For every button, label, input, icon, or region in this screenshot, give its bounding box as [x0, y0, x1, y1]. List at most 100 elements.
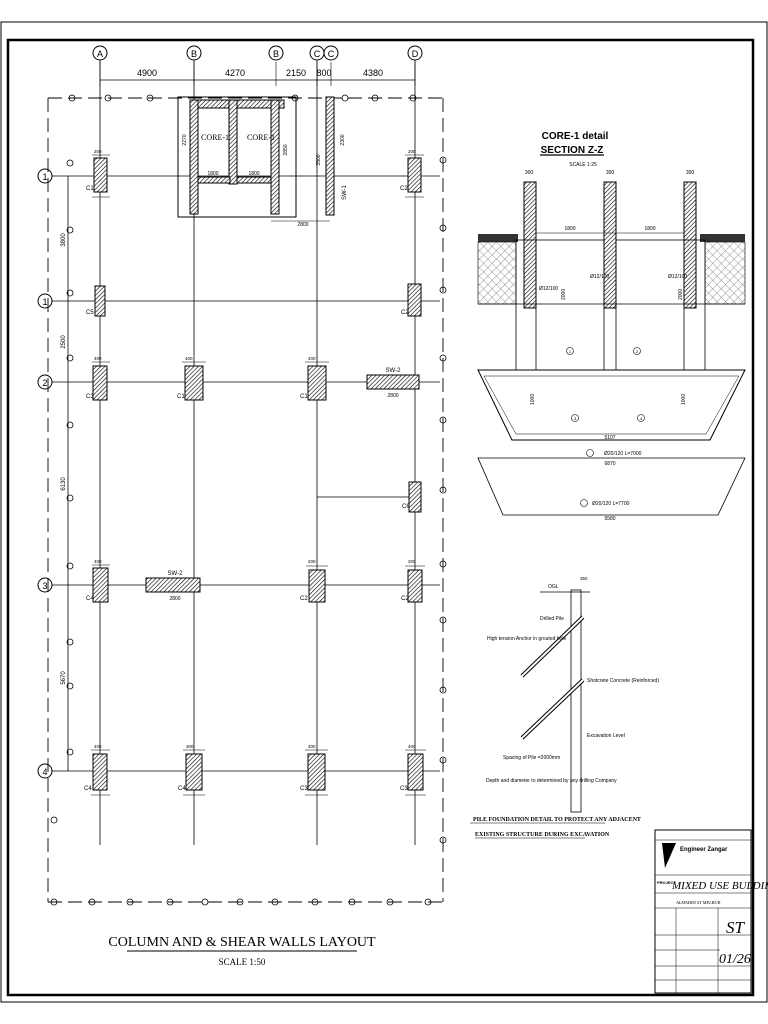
- section-subtitle: SECTION Z-Z: [541, 145, 604, 156]
- columns: C1 C2 C5 C2 C3 C1 C1 C6 C2 C2 C4 C4 C4 C…: [84, 157, 424, 792]
- rebar-3: Ø12/100: [668, 274, 687, 280]
- section-markers: 1 2 3 4: [566, 347, 645, 422]
- column-c2-d1: C2: [400, 157, 422, 193]
- grid-bubbles-top: A B B C C D: [92, 45, 423, 61]
- column-size-labels: 200 200 400 400 400 400 200 200 400 300 …: [94, 149, 416, 749]
- project-name: MIXED USE BULDING: [671, 880, 768, 892]
- spacing-label: Spacing of Pile =2000mm: [503, 755, 560, 761]
- core-dim-2: 1800: [207, 171, 218, 177]
- core-wall-mid: [603, 181, 617, 309]
- column-c5-a1b: C5: [86, 285, 106, 317]
- column-c3-c4: C3: [300, 753, 326, 792]
- bar2-length: 5580: [604, 516, 615, 522]
- anchors-inner: [521, 616, 584, 739]
- svg-text:C2: C2: [300, 596, 308, 602]
- outer-frame: [0, 21, 768, 1003]
- grid-label-b: B: [191, 49, 197, 59]
- column-c4-a3: C4: [86, 567, 109, 603]
- core-1: CORE-1 CORE-1 2270 1800 1800 2850 2800: [177, 96, 330, 228]
- pile-title-2: EXISTING STRUCTURE DURING EXCAVATION: [475, 832, 610, 838]
- svg-text:200: 200: [308, 559, 316, 564]
- svg-text:400: 400: [185, 356, 193, 361]
- sw2-right-dim: 2800: [387, 393, 398, 399]
- left-dimension-line: 3800 2500 6130 5670: [61, 176, 69, 771]
- drilled-pile-label: Drilled Pile: [540, 616, 564, 622]
- client-name: ALMAHDI ST MELBUR: [675, 900, 721, 905]
- excavation-label: Excavation Level: [587, 733, 625, 739]
- depth-label: Depth and diameter to determined by any …: [486, 778, 617, 784]
- shear-wall-sw1: SW-1 3500 2300: [316, 96, 348, 216]
- svg-text:300: 300: [186, 744, 194, 749]
- column-c2-c3: C2: [300, 569, 326, 603]
- span-1b-2: 2500: [61, 335, 67, 349]
- svg-text:400: 400: [94, 744, 102, 749]
- grid-label-3: 3: [42, 581, 47, 591]
- svg-text:C3: C3: [300, 786, 308, 792]
- svg-text:C6: C6: [402, 504, 410, 510]
- perimeter-dash-lines: [47, 97, 447, 903]
- svg-text:400: 400: [308, 356, 316, 361]
- span-c-c2: 800: [316, 68, 331, 78]
- svg-text:1: 1: [569, 349, 572, 354]
- svg-text:200: 200: [408, 559, 416, 564]
- svg-text:400: 400: [94, 559, 102, 564]
- soil-right: [704, 241, 746, 305]
- rebar-2: Ø12/100: [590, 274, 609, 280]
- core-label-left: CORE-1: [201, 133, 229, 142]
- sheet-code: ST: [726, 918, 746, 937]
- span-1-1b: 3800: [61, 233, 67, 247]
- bar1-label: Ø20/120 L=7000: [604, 451, 642, 457]
- span-2-3: 6130: [61, 477, 67, 491]
- grid-label-2: 2: [42, 378, 47, 388]
- span-a-b: 4900: [137, 68, 157, 78]
- bottom-bar-shape: [477, 457, 746, 516]
- plan-title: COLUMN AND & SHEAR WALLS LAYOUT: [108, 935, 376, 950]
- sw2-right-label: SW-2: [386, 368, 402, 374]
- column-dimension-marks: [91, 154, 426, 796]
- svg-text:C2: C2: [400, 186, 408, 192]
- sheet-number: 01/26: [719, 952, 751, 967]
- svg-text:C2: C2: [401, 310, 409, 316]
- plan-scale: SCALE 1:50: [219, 957, 266, 967]
- span-3-4: 5670: [61, 671, 67, 685]
- raft-width: 5107: [604, 435, 615, 441]
- slab-right: [700, 234, 745, 242]
- bar2-label: Ø20/120 L=7700: [592, 501, 630, 507]
- core-wall-left: [523, 181, 537, 309]
- span-b2-c: 2150: [286, 68, 306, 78]
- svg-text:400: 400: [308, 744, 316, 749]
- grid-label-a: A: [97, 49, 103, 59]
- shotcrete-label: Shotcrete Concrete (Reinforced): [587, 678, 659, 684]
- column-c3-d4: C3: [400, 753, 424, 792]
- grid-label-c: C: [314, 49, 321, 59]
- svg-text:200: 200: [408, 149, 416, 154]
- column-c1-b2: C1: [177, 365, 204, 401]
- svg-text:C4: C4: [84, 786, 92, 792]
- top-dim-2: 300: [606, 170, 615, 176]
- sw2-left-label: SW-2: [168, 571, 184, 577]
- svg-text:400: 400: [94, 356, 102, 361]
- sw1-dim-a: 3500: [316, 154, 322, 165]
- soil-left: [477, 241, 517, 305]
- ogl-label: OGL: [548, 584, 559, 590]
- top-dimension-line: 4900 4270 2150 800 4380: [99, 62, 416, 86]
- column-c1-a1: C1: [86, 157, 108, 193]
- top-dim-1: 300: [525, 170, 534, 176]
- company-logo: [662, 843, 676, 868]
- height-1: 2000: [561, 289, 567, 300]
- svg-text:C4: C4: [178, 786, 186, 792]
- svg-text:2: 2: [636, 349, 639, 354]
- grid-label-1: 1: [42, 172, 47, 182]
- column-c2-d3: C2: [401, 569, 423, 603]
- sw2-left-dim: 2800: [169, 596, 180, 602]
- core-dim-5: 2800: [297, 222, 308, 228]
- drilled-pile: [570, 589, 582, 813]
- column-c3-a2: C3: [86, 365, 108, 401]
- svg-text:400: 400: [408, 744, 416, 749]
- height-4: 1000: [681, 394, 687, 405]
- column-c1-c2: C1: [300, 365, 327, 401]
- core-wall-right: [683, 181, 697, 309]
- svg-text:4: 4: [640, 416, 643, 421]
- core-dim-4: 2850: [283, 144, 289, 155]
- column-layout-plan: A B B C C D 4900 4270 2150 800 4380: [37, 45, 447, 967]
